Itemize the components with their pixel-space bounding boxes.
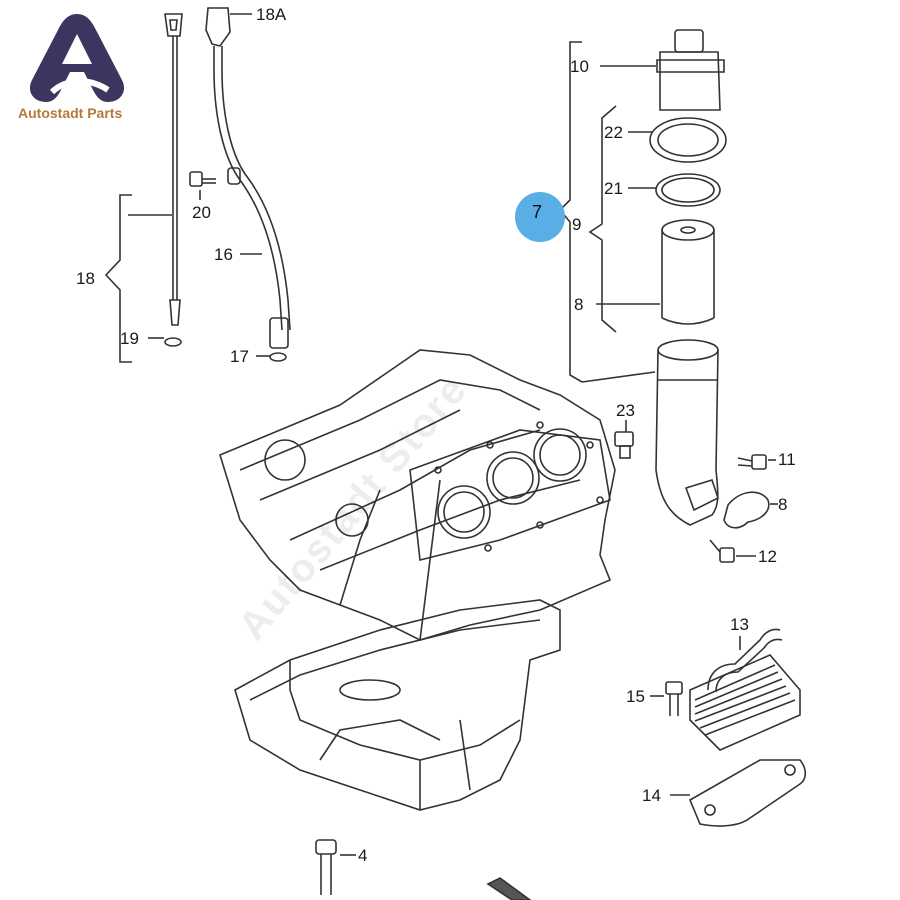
bolt-4 — [315, 839, 356, 895]
callout-11[interactable]: 11 — [778, 450, 796, 469]
bolt-15 — [650, 681, 683, 716]
engine-block — [219, 349, 616, 641]
filter-cap — [600, 29, 725, 111]
o-ring-22 — [649, 117, 727, 163]
guide-tube — [205, 7, 291, 362]
o-ring-21 — [655, 173, 721, 207]
callout-16[interactable]: 16 — [214, 245, 233, 264]
callout-13[interactable]: 13 — [730, 615, 749, 634]
highlight-marker[interactable] — [515, 192, 565, 242]
brand-logo-icon — [29, 14, 125, 102]
dipstick — [164, 13, 183, 347]
oil-pan — [234, 599, 561, 811]
callout-9[interactable]: 9 — [572, 215, 582, 234]
bolt-11 — [737, 454, 776, 470]
filter-element — [596, 219, 715, 325]
callout-4[interactable]: 4 — [358, 846, 368, 865]
callout-21[interactable]: 21 — [604, 179, 623, 198]
bracket-9 — [588, 105, 617, 333]
callout-23[interactable]: 23 — [616, 401, 635, 420]
callout-19[interactable]: 19 — [120, 329, 139, 348]
callout-22[interactable]: 22 — [604, 123, 623, 142]
callout-18[interactable]: 18 — [76, 269, 95, 288]
bracket-18 — [104, 194, 132, 363]
callout-12[interactable]: 12 — [758, 547, 777, 566]
bolt-23 — [614, 420, 634, 459]
oil-cooler — [689, 628, 801, 751]
callout-17[interactable]: 17 — [230, 347, 249, 366]
bolt-12 — [709, 539, 756, 563]
callout-20[interactable]: 20 — [192, 203, 211, 222]
guide-rod — [486, 877, 532, 900]
callout-15[interactable]: 15 — [626, 687, 645, 706]
gasket-14 — [688, 759, 807, 827]
callout-8-filter[interactable]: 8 — [574, 295, 584, 314]
callout-8-gasket[interactable]: 8 — [778, 495, 788, 514]
brand-name: Autostadt Parts — [18, 105, 123, 121]
gasket-8 — [723, 491, 770, 529]
callout-14[interactable]: 14 — [642, 786, 661, 805]
filter-housing — [655, 339, 719, 526]
callout-7[interactable]: 7 — [532, 202, 543, 222]
callout-18a[interactable]: 18A — [256, 5, 287, 24]
bolt-20 — [189, 171, 216, 187]
callout-10[interactable]: 10 — [570, 57, 589, 76]
